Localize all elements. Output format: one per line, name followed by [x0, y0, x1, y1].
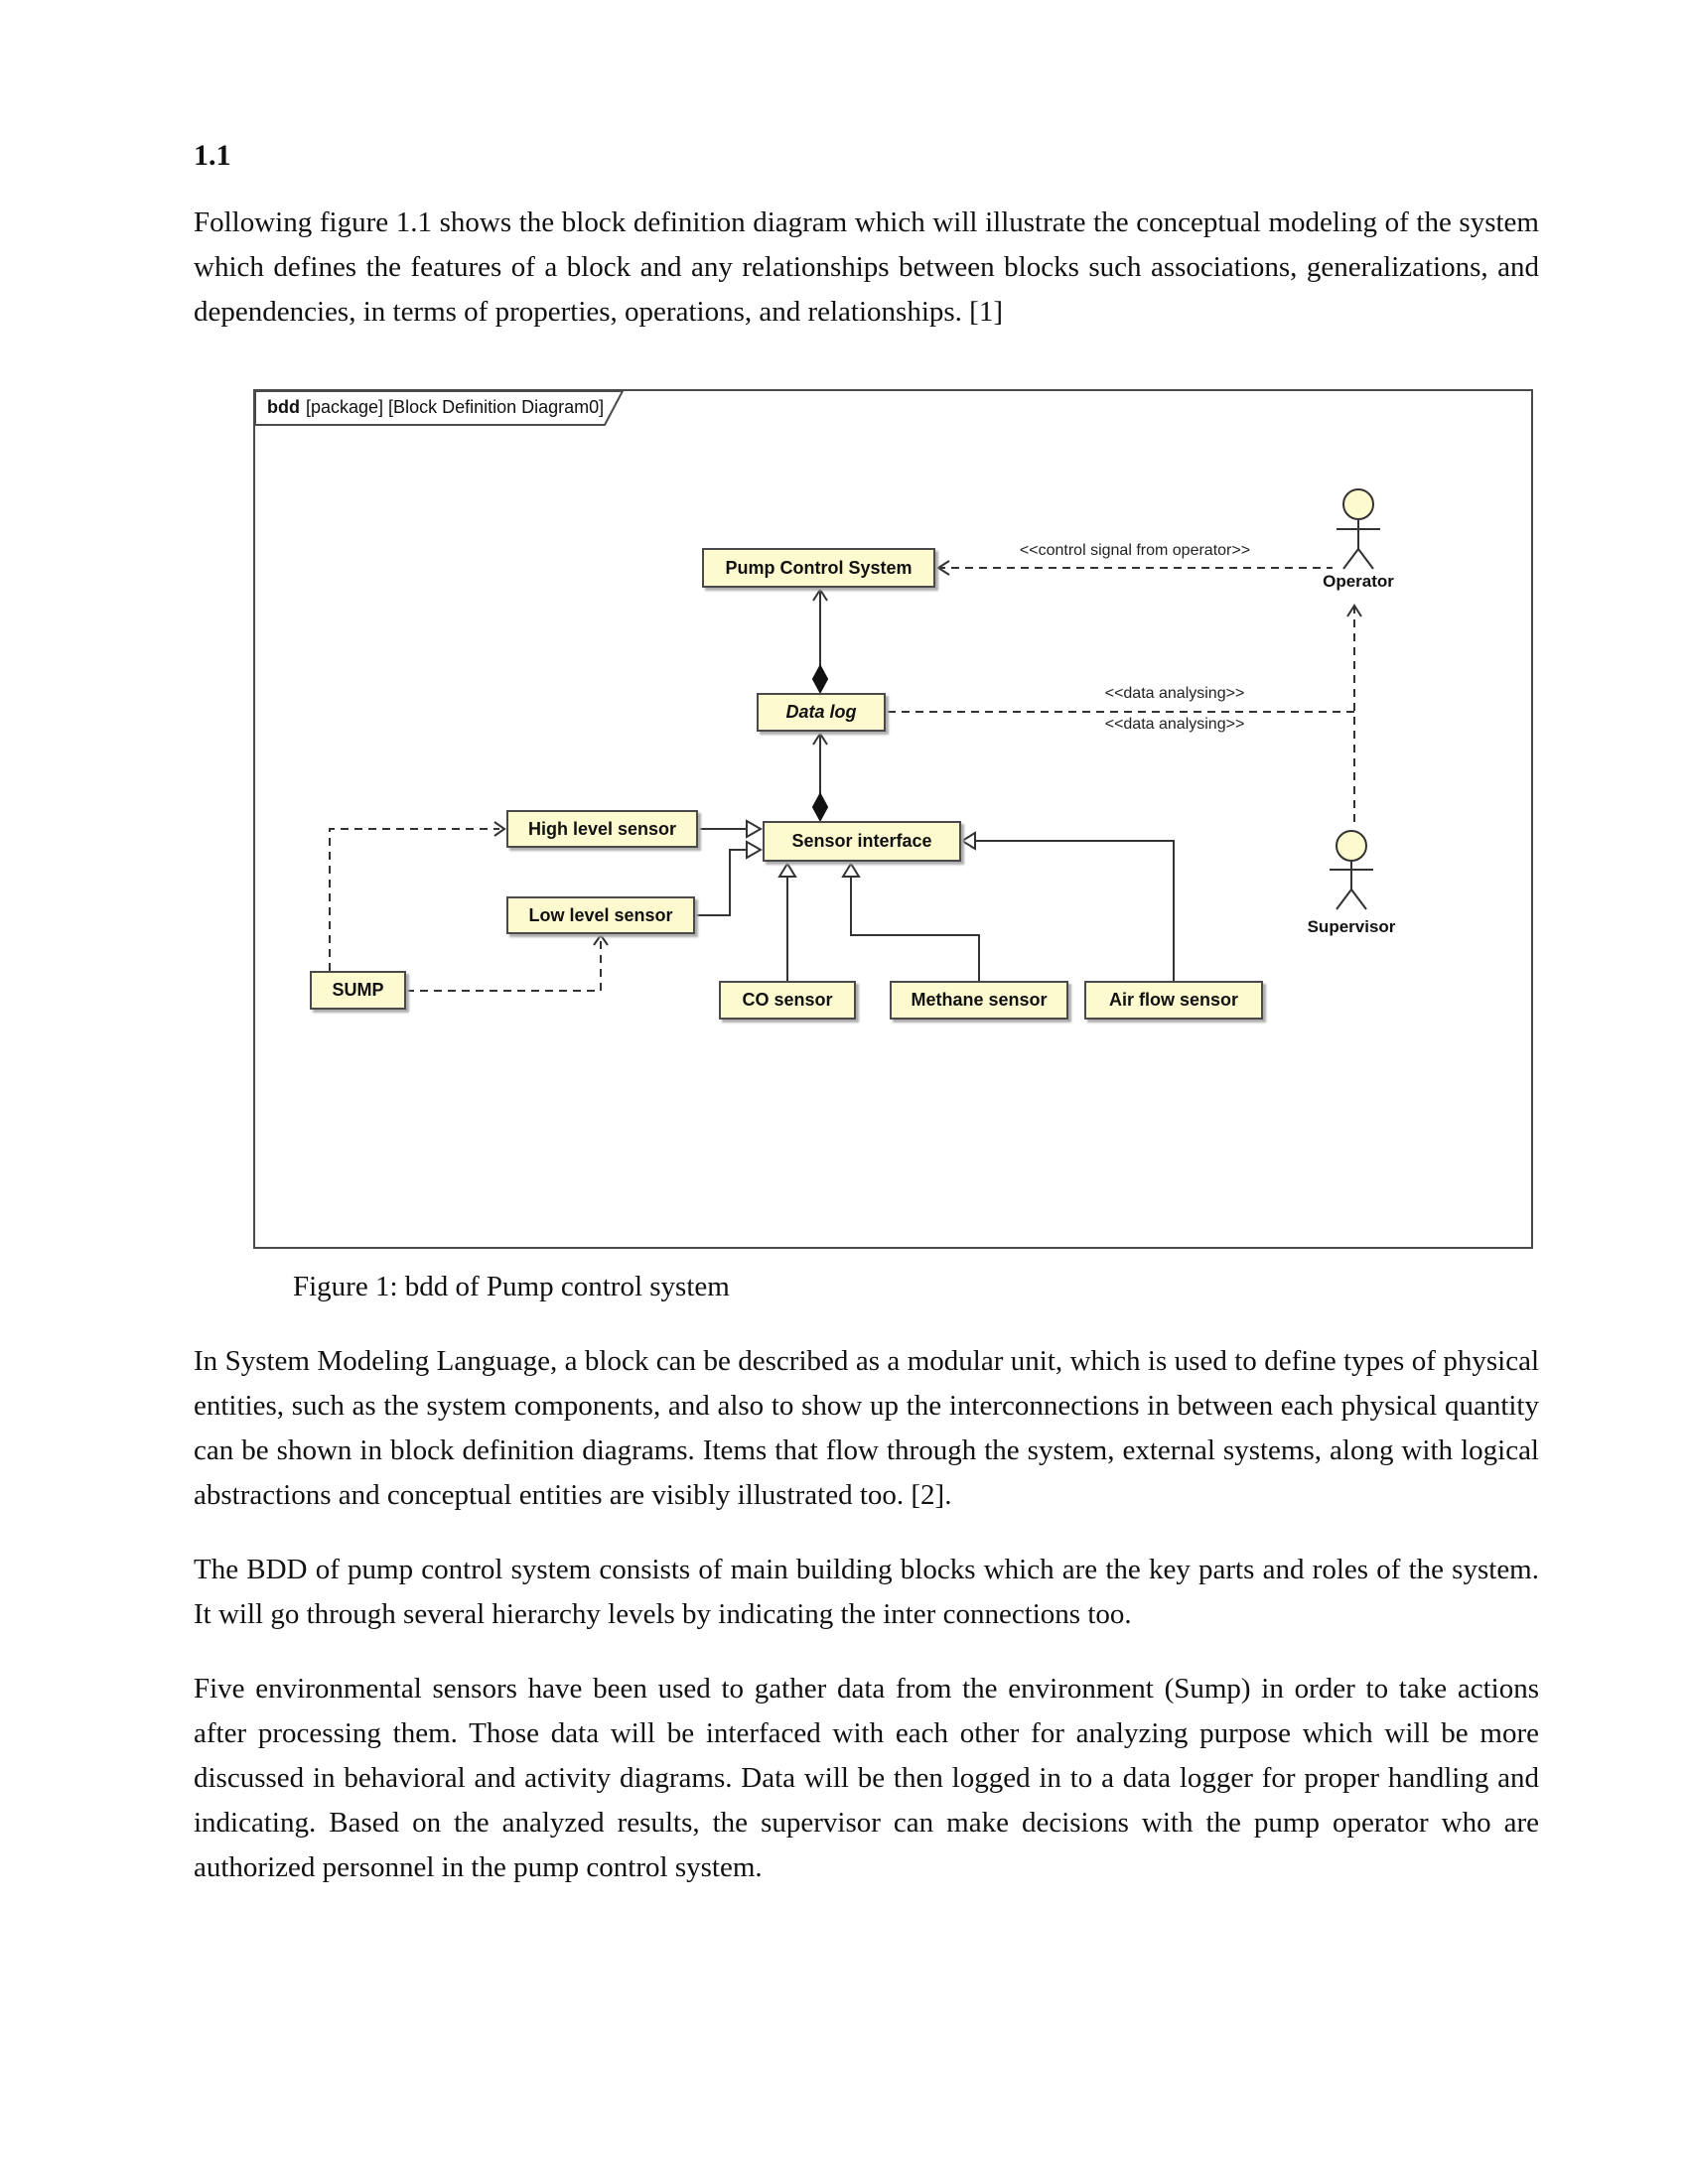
generalization-methane-si — [841, 862, 980, 981]
supervisor-actor-icon — [1330, 830, 1373, 910]
block-low-level-sensor: Low level sensor — [506, 896, 695, 934]
generalization-afs-si — [960, 831, 1175, 981]
block-methane-sensor: Methane sensor — [890, 981, 1068, 1020]
operator-actor-label: Operator — [1323, 572, 1394, 591]
operator-actor-icon — [1336, 488, 1380, 570]
block-data-log: Data log — [757, 693, 886, 732]
frame-tab-keyword: bdd — [267, 397, 300, 417]
composition-edge-datalog-si — [811, 732, 829, 823]
supervisor-actor-label: Supervisor — [1307, 917, 1396, 936]
frame-tab-shape — [255, 391, 625, 426]
paragraph-sensors-description: Five environmental sensors have been use… — [194, 1673, 1539, 1883]
block-air-flow-sensor: Air flow sensor — [1084, 981, 1263, 1020]
bdd-diagram-figure: bdd [package] [Block Definition Diagram0]… — [253, 389, 1533, 1249]
block-sensor-interface: Sensor interface — [763, 821, 961, 862]
control-signal-edge-label: <<control signal from operator>> — [1019, 542, 1251, 559]
section-heading: 1.1 — [194, 139, 231, 172]
paragraph-block-description: In System Modeling Language, a block can… — [194, 1345, 1539, 1511]
block-high-level-sensor: High level sensor — [506, 810, 698, 848]
paragraph-intro: Following figure 1.1 shows the block def… — [194, 206, 1539, 328]
frame-tab: bdd [package] [Block Definition Diagram0] — [255, 391, 623, 425]
frame-tab-title: [package] [Block Definition Diagram0] — [306, 397, 605, 417]
block-sump: SUMP — [310, 971, 406, 1010]
bdd-diagram-canvas — [255, 391, 1380, 992]
data-analysing-edge-label-top: <<data analysing>> — [1104, 685, 1245, 702]
dependency-supervisor-operator — [1346, 604, 1362, 826]
generalization-lls-si — [694, 840, 764, 916]
generalization-hls-si — [698, 819, 764, 839]
data-analysing-edge-label-bottom: <<data analysing>> — [1104, 716, 1245, 733]
dependency-operator-pcs — [936, 560, 1333, 576]
dependency-sump-lls — [406, 933, 609, 992]
dependency-sump-hls — [329, 821, 506, 971]
paragraph-bdd-overview: The BDD of pump control system consists … — [194, 1554, 1539, 1630]
block-co-sensor: CO sensor — [719, 981, 856, 1020]
figure-caption: Figure 1: bdd of Pump control system — [293, 1271, 730, 1302]
composition-edge-pcs-datalog — [811, 588, 829, 695]
block-pump-control-system: Pump Control System — [702, 548, 935, 588]
generalization-co-si — [777, 862, 797, 981]
